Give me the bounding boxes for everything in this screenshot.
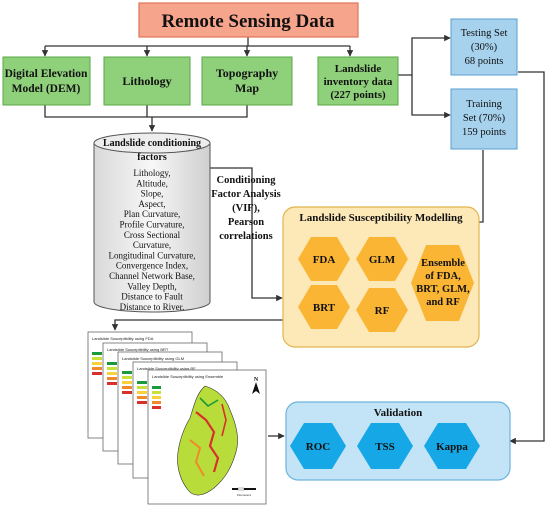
map-title-brt: Landslide Susceptibility using BRT <box>107 347 169 352</box>
factor-item: Convergence Index, <box>116 261 188 271</box>
glm-label: GLM <box>369 254 396 266</box>
inventory-label-3: (227 points) <box>330 89 386 101</box>
testing-label-3: 68 points <box>465 56 504 67</box>
map-title-rf: Landslide Susceptibility using RF <box>137 366 196 371</box>
factors-title-1: Landslide conditioning <box>103 138 201 149</box>
connectors <box>41 34 545 445</box>
remote-sensing-box: Remote Sensing Data <box>138 2 359 38</box>
ensemble-legend <box>152 386 161 409</box>
inventory-label-1: Landslide <box>335 63 382 75</box>
factor-list: Lithology,Altitude,Slope,Aspect,Plan Cur… <box>109 168 196 312</box>
fda-label: FDA <box>313 254 336 266</box>
kappa-hex: Kappa <box>424 423 480 469</box>
catchment-shape <box>177 385 238 496</box>
map-sheet-ensemble: Landslide Susceptibility using Ensemble … <box>147 369 267 505</box>
north-label: N <box>254 377 259 383</box>
map-title-glm: Landslide Susceptibility using GLM <box>122 356 184 361</box>
testing-set-box: Testing Set (30%) 68 points <box>450 18 518 76</box>
factor-item: Cross Sectional <box>124 230 181 240</box>
ensemble-line-4: and RF <box>426 297 460 308</box>
analysis-line-1: Conditioning <box>217 175 277 186</box>
ensemble-line-1: Ensemble <box>421 258 465 269</box>
conditioning-analysis-label: Conditioning Factor Analysis (VIF), Pear… <box>211 175 281 242</box>
brt-hex: BRT <box>298 285 350 329</box>
map-title-fda: Landslide Susceptibility using FDA <box>92 336 154 341</box>
scale-bar: Kilometers <box>232 487 256 497</box>
dem-box: Digital Elevation Model (DEM) <box>2 56 91 106</box>
rf-label: RF <box>375 305 390 317</box>
factor-item: Curvature, <box>133 240 171 250</box>
analysis-line-4: Pearson <box>228 217 264 228</box>
map-title-ensemble: Landslide Susceptibility using Ensemble <box>152 374 224 379</box>
factor-item: Profile Curvature, <box>120 220 185 230</box>
north-arrow-icon: N <box>252 377 260 394</box>
ensemble-line-3: BRT, GLM, <box>416 284 470 295</box>
topography-label-2: Map <box>235 81 259 95</box>
lithology-box: Lithology <box>103 56 191 106</box>
fda-hex: FDA <box>298 237 350 281</box>
training-set-box: Training Set (70%) 159 points <box>450 88 518 150</box>
factor-item: Aspect, <box>138 199 165 209</box>
ensemble-line-2: of FDA, <box>425 271 461 282</box>
factor-item: Plan Curvature, <box>124 209 181 219</box>
brt-label: BRT <box>313 302 336 314</box>
factor-item: Distance to River. <box>120 302 185 312</box>
analysis-line-2: Factor Analysis <box>211 189 281 200</box>
tss-hex: TSS <box>357 423 413 469</box>
inventory-label-2: inventory data <box>324 76 393 88</box>
remote-sensing-title: Remote Sensing Data <box>161 11 335 32</box>
dem-label-2: Model (DEM) <box>12 83 81 95</box>
tss-label: TSS <box>375 441 395 453</box>
factor-item: Altitude, <box>136 178 168 188</box>
factor-item: Slope, <box>141 189 164 199</box>
factor-item: Valley Depth, <box>127 281 177 291</box>
dem-label-1: Digital Elevation <box>5 68 88 80</box>
training-label-2: Set (70%) <box>463 113 506 124</box>
training-label-3: 159 points <box>462 127 506 138</box>
glm-hex: GLM <box>356 237 408 281</box>
testing-label-2: (30%) <box>471 42 498 53</box>
scale-label: Kilometers <box>237 493 252 497</box>
lithology-label: Lithology <box>122 74 171 88</box>
topography-box: Topography Map <box>201 56 293 106</box>
analysis-line-5: correlations <box>219 231 272 242</box>
validation-title: Validation <box>374 407 423 419</box>
validation-panel: Validation ROC TSS Kappa <box>285 401 511 481</box>
inventory-box: Landslide inventory data (227 points) <box>317 56 399 106</box>
testing-label-1: Testing Set <box>461 28 508 39</box>
roc-label: ROC <box>306 441 331 453</box>
kappa-label: Kappa <box>436 441 468 453</box>
susceptibility-maps-stack: Landslide Susceptibility using FDA Lands… <box>87 331 267 505</box>
topography-label-1: Topography <box>216 66 278 80</box>
roc-hex: ROC <box>290 423 346 469</box>
modelling-title: Landslide Susceptibility Modelling <box>299 212 463 224</box>
modelling-panel: Landslide Susceptibility Modelling FDA G… <box>282 206 480 348</box>
factor-item: Longitudinal Curvature, <box>109 250 196 260</box>
factors-title-2: factors <box>137 152 167 163</box>
rf-hex: RF <box>356 288 408 332</box>
conditioning-factors-cylinder: Landslide conditioning factors Lithology… <box>93 132 211 313</box>
factor-item: Distance to Fault <box>121 292 183 302</box>
training-label-1: Training <box>466 99 503 110</box>
ensemble-hex: Ensemble of FDA, BRT, GLM, and RF <box>411 245 474 321</box>
analysis-line-3: (VIF), <box>232 203 260 214</box>
factor-item: Channel Network Base, <box>109 271 195 281</box>
factor-item: Lithology, <box>133 168 170 178</box>
